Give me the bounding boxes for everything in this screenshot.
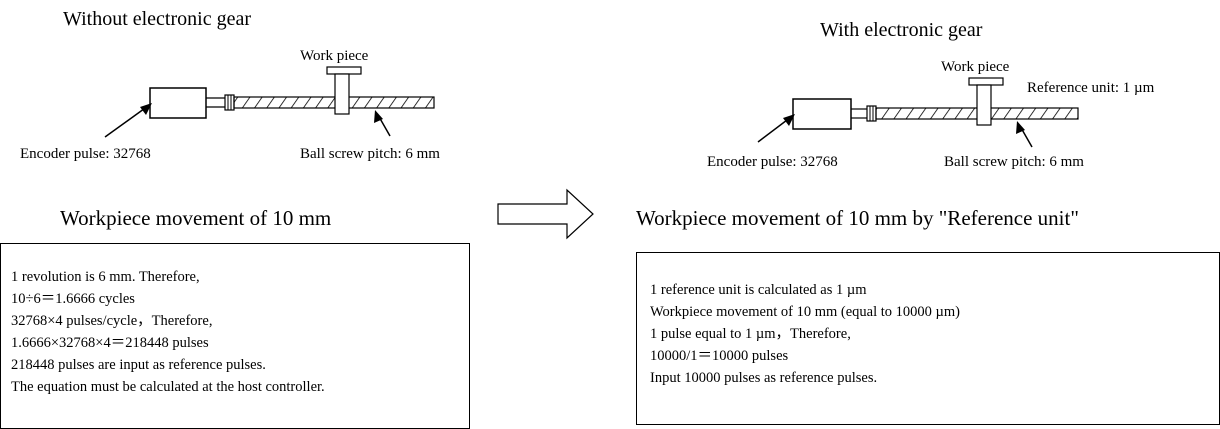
left-heading: Workpiece movement of 10 mm [60, 206, 332, 230]
right-calculation-box: 1 reference unit is calculated as 1 µm W… [636, 252, 1220, 425]
left-line-5: 218448 pulses are input as reference pul… [11, 357, 266, 373]
right-line-5: Input 10000 pulses as reference pulses. [650, 370, 878, 386]
left-line-1: 1 revolution is 6 mm. Therefore, [11, 269, 200, 285]
left-ball-screw [233, 96, 435, 109]
left-work-piece-label: Work piece [300, 48, 369, 64]
right-encoder-label: Encoder pulse: 32768 [707, 154, 838, 170]
right-motor [792, 98, 852, 130]
transition-arrow [497, 188, 594, 240]
left-line-2: 10÷6＝1.6666 cycles [11, 291, 135, 307]
left-mechanism [104, 66, 435, 138]
left-work-piece-body [334, 73, 350, 115]
right-work-piece-top [968, 77, 1004, 86]
left-work-piece-top [326, 66, 362, 75]
left-coupling [224, 94, 235, 111]
right-mechanism [757, 77, 1079, 148]
right-line-4: 10000/1＝10000 pulses [650, 348, 789, 364]
left-title: Without electronic gear [63, 8, 251, 30]
left-motor [149, 87, 207, 119]
left-line-3: 32768×4 pulses/cycle，Therefore, [11, 313, 213, 329]
right-line-3: 1 pulse equal to 1 µm，Therefore, [650, 326, 851, 342]
right-heading: Workpiece movement of 10 mm by "Referenc… [636, 206, 1079, 230]
right-title: With electronic gear [820, 19, 983, 41]
left-ballscrew-label: Ball screw pitch: 6 mm [300, 146, 440, 162]
right-line-1: 1 reference unit is calculated as 1 µm [650, 282, 867, 298]
right-reference-unit-label: Reference unit: 1 µm [1027, 80, 1155, 96]
left-calculation-box: 1 revolution is 6 mm. Therefore, 10÷6＝1.… [0, 243, 470, 429]
right-coupling [866, 105, 877, 122]
right-line-2: Workpiece movement of 10 mm (equal to 10… [650, 304, 961, 320]
right-ballscrew-label: Ball screw pitch: 6 mm [944, 154, 1084, 170]
left-line-6: The equation must be calculated at the h… [11, 379, 325, 395]
left-encoder-label: Encoder pulse: 32768 [20, 146, 151, 162]
right-work-piece-body [976, 84, 992, 126]
right-work-piece-label: Work piece [941, 59, 1010, 75]
left-line-4: 1.6666×32768×4＝218448 pulses [11, 335, 209, 351]
